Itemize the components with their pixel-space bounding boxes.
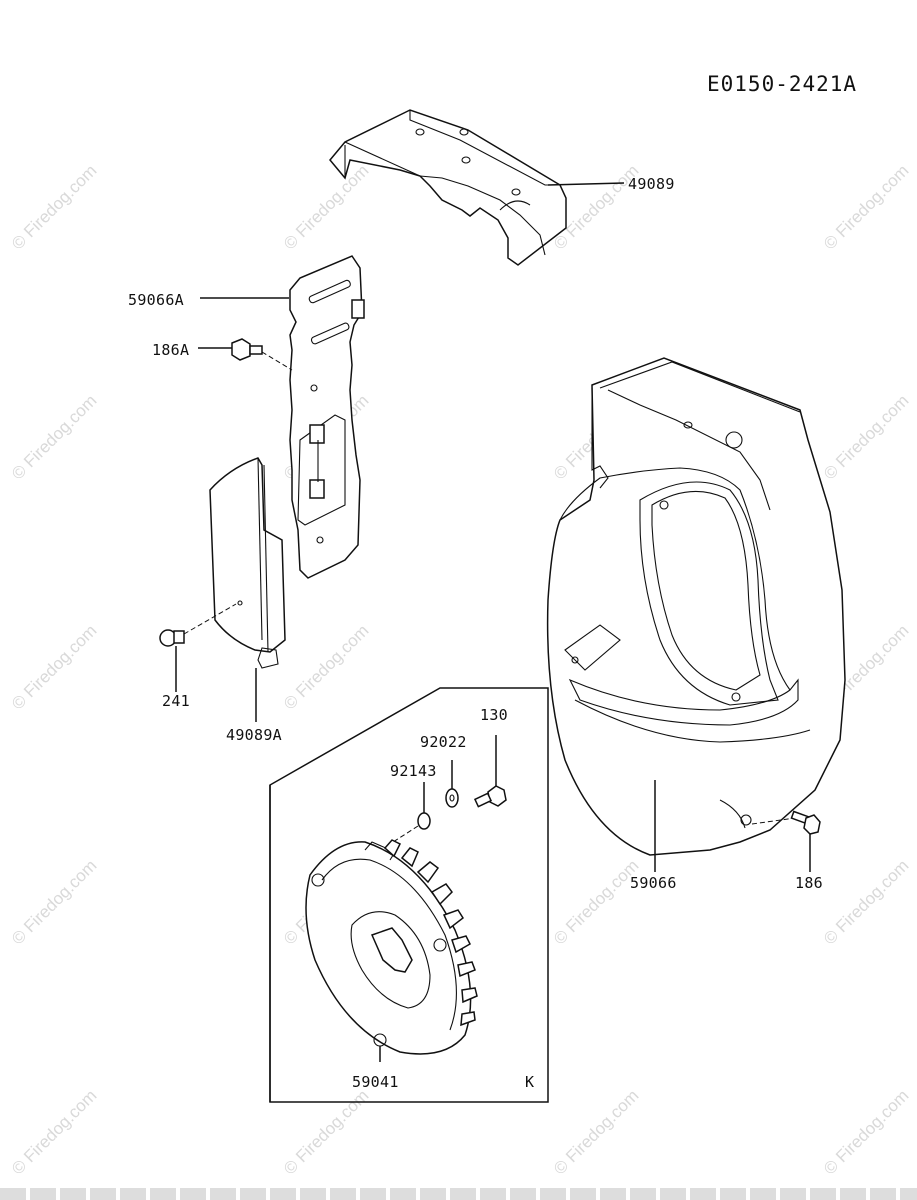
part-186A-bolt bbox=[198, 338, 293, 371]
part-130-screw bbox=[473, 735, 507, 808]
label-130: 130 bbox=[480, 706, 508, 724]
label-186A: 186A bbox=[152, 341, 190, 359]
part-49089A-shield bbox=[209, 457, 286, 722]
label-59066: 59066 bbox=[630, 874, 677, 892]
part-241-screw bbox=[159, 603, 237, 692]
label-92022: 92022 bbox=[420, 733, 467, 751]
label-kit-k: K bbox=[525, 1073, 535, 1091]
label-186: 186 bbox=[795, 874, 823, 892]
part-49089-bracket bbox=[329, 109, 625, 266]
label-241: 241 bbox=[162, 692, 190, 710]
diagram-code: E0150-2421A bbox=[707, 72, 858, 96]
fan-fins bbox=[383, 839, 478, 1027]
label-49089A: 49089A bbox=[226, 726, 282, 744]
label-59041: 59041 bbox=[352, 1073, 399, 1091]
part-186-bolt bbox=[751, 810, 821, 872]
label-92143: 92143 bbox=[390, 762, 437, 780]
part-59066-shroud bbox=[546, 357, 846, 872]
bottom-strip bbox=[0, 1188, 917, 1200]
part-92143-collar bbox=[389, 782, 431, 845]
label-49089: 49089 bbox=[628, 175, 675, 193]
kit-k-box bbox=[269, 687, 549, 1103]
part-92022-washer bbox=[445, 760, 459, 808]
part-59066A-plate bbox=[200, 255, 365, 579]
part-59041-fan bbox=[305, 839, 478, 1062]
label-59066A: 59066A bbox=[128, 291, 184, 309]
